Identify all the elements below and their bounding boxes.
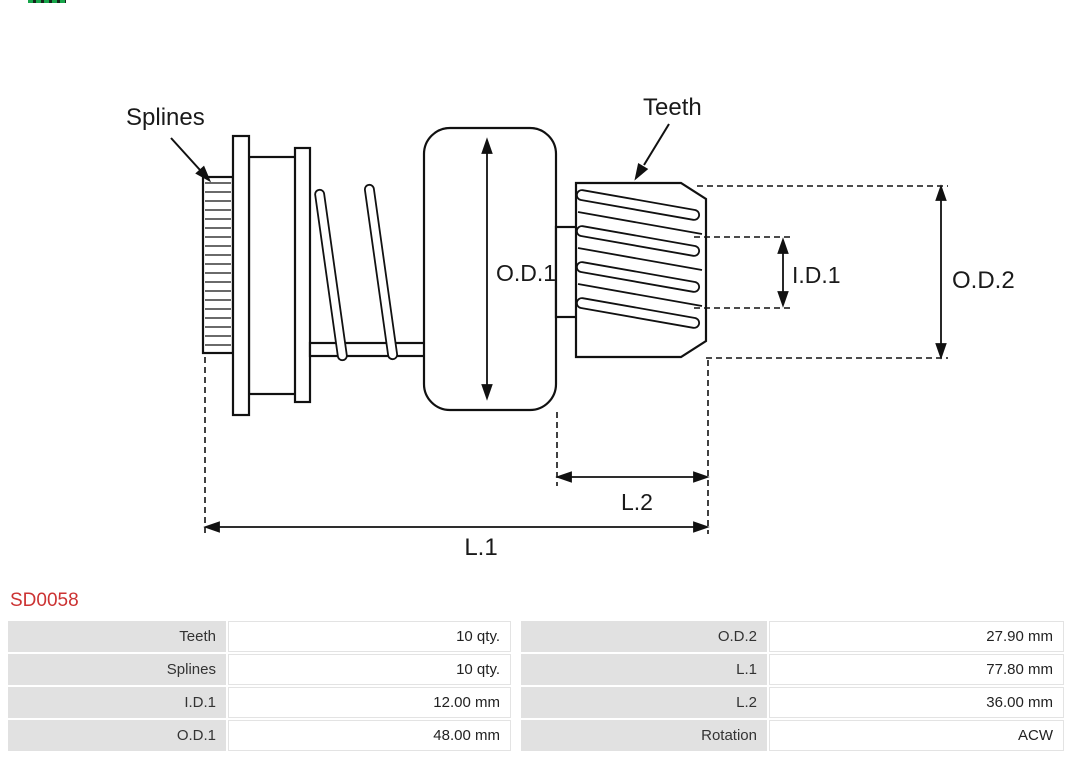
extension-lines [204, 185, 948, 535]
splines-arrow-line [170, 137, 201, 171]
spec-label-cell: L.2 [521, 687, 767, 718]
table-row: Teeth 10 qty. O.D.2 27.90 mm [8, 621, 1080, 652]
spec-value-cell: 27.90 mm [769, 621, 1064, 652]
flange-plate-rear [293, 146, 312, 404]
dimension-id1 [777, 237, 789, 308]
splines-callout-label: Splines [126, 104, 205, 131]
spec-label-cell: L.1 [521, 654, 767, 685]
table-row: Splines 10 qty. L.1 77.80 mm [8, 654, 1080, 685]
starter-drive-body [201, 126, 708, 417]
teeth-arrow-line [643, 123, 670, 166]
l2-dimension-label: L.2 [621, 489, 653, 515]
table-row: O.D.1 48.00 mm Rotation ACW [8, 720, 1080, 751]
spec-value-cell: 36.00 mm [769, 687, 1064, 718]
dimension-l2 [555, 471, 710, 483]
callout-arrows [170, 123, 670, 183]
spec-value-cell: 77.80 mm [769, 654, 1064, 685]
spec-label-cell: O.D.2 [521, 621, 767, 652]
spline-hatch [205, 182, 231, 346]
drive-shaft [308, 341, 428, 358]
teeth-callout-label: Teeth [643, 94, 702, 121]
spring-coil-strand [363, 183, 399, 361]
od2-dimension-label: O.D.2 [952, 267, 1015, 294]
dimension-od1 [481, 137, 493, 401]
spec-label-cell: I.D.1 [8, 687, 226, 718]
spec-value-cell: ACW [769, 720, 1064, 751]
spec-label-cell: Teeth [8, 621, 226, 652]
flange-plate-front [231, 134, 251, 417]
id1-dimension-label: I.D.1 [792, 262, 841, 288]
dimension-od2 [935, 184, 947, 360]
diagram-labels: Splines Teeth O.D.1 I.D.1 O.D.2 L.2 L.1 [126, 94, 1015, 561]
spec-value-cell: 10 qty. [228, 654, 511, 685]
splines-arrowhead [195, 165, 212, 183]
l1-dimension-label: L.1 [464, 534, 497, 561]
pinion-neck [554, 225, 579, 319]
spec-label-cell: O.D.1 [8, 720, 226, 751]
teeth-arrowhead [634, 162, 649, 181]
spring-coil-strand [314, 188, 348, 362]
part-code: SD0058 [10, 590, 79, 611]
spec-label-cell: Rotation [521, 720, 767, 751]
dimension-l1 [203, 521, 710, 533]
od2-extension-lines [697, 185, 948, 359]
spec-value-cell: 12.00 mm [228, 687, 511, 718]
od1-dimension-label: O.D.1 [496, 260, 556, 286]
table-row: I.D.1 12.00 mm L.2 36.00 mm [8, 687, 1080, 718]
pinion-teeth [575, 189, 703, 329]
technical-drawing: Splines Teeth O.D.1 I.D.1 O.D.2 L.2 L.1 [126, 94, 1015, 561]
spline-hub [201, 175, 235, 355]
spec-table: Teeth 10 qty. O.D.2 27.90 mm Splines 10 … [8, 621, 1080, 751]
dimension-arrows [203, 137, 947, 533]
drive-drum [247, 155, 299, 396]
spec-label-cell: Splines [8, 654, 226, 685]
id1-extension-lines [694, 236, 790, 309]
spec-value-cell: 48.00 mm [228, 720, 511, 751]
spec-value-cell: 10 qty. [228, 621, 511, 652]
logo-fragment [28, 0, 66, 3]
